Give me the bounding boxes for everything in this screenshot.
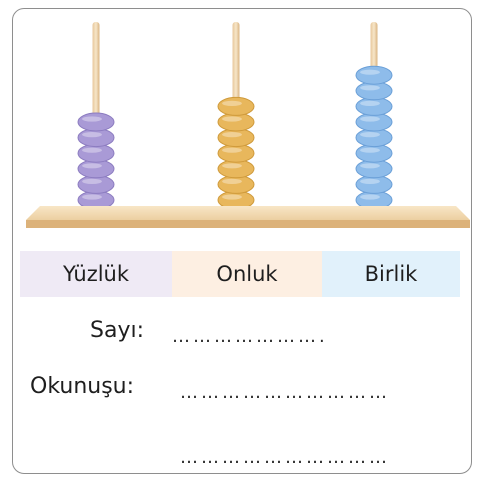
abacus-bead (77, 112, 115, 132)
label-tens: Onluk (172, 251, 322, 297)
bead-highlight (360, 85, 380, 91)
bead-highlight (82, 178, 102, 184)
place-value-labels: Yüzlük Onluk Birlik (20, 251, 460, 297)
bead-highlight (360, 69, 380, 75)
worksheet-card (12, 8, 472, 474)
bead-highlight (82, 116, 102, 122)
bead-highlight (222, 132, 242, 138)
reading-answer-line-2[interactable]: ………………………… (180, 447, 390, 468)
bead-highlight (360, 132, 380, 138)
bead-highlight (222, 100, 242, 106)
bead-highlight (360, 147, 380, 153)
abacus-bead (217, 96, 255, 116)
abacus (26, 22, 470, 228)
abacus-base (26, 206, 470, 228)
number-label: Sayı: (90, 318, 144, 343)
reading-label: Okunuşu: (30, 374, 135, 399)
abacus-bead (355, 65, 393, 85)
bead-highlight (360, 100, 380, 106)
bead-highlight (222, 178, 242, 184)
bead-highlight (360, 178, 380, 184)
bead-highlight (222, 147, 242, 153)
label-hundreds: Yüzlük (20, 251, 172, 297)
bead-highlight (82, 147, 102, 153)
bead-highlight (222, 163, 242, 169)
bead-highlight (82, 194, 102, 200)
reading-answer-line[interactable]: ………………………… (180, 382, 390, 403)
bead-highlight (222, 116, 242, 122)
bead-highlight (222, 194, 242, 200)
label-ones: Birlik (322, 251, 460, 297)
bead-highlight (360, 116, 380, 122)
bead-highlight (360, 163, 380, 169)
bead-highlight (82, 163, 102, 169)
bead-highlight (360, 194, 380, 200)
number-answer-line[interactable]: …………………. (172, 326, 328, 347)
bead-highlight (82, 132, 102, 138)
